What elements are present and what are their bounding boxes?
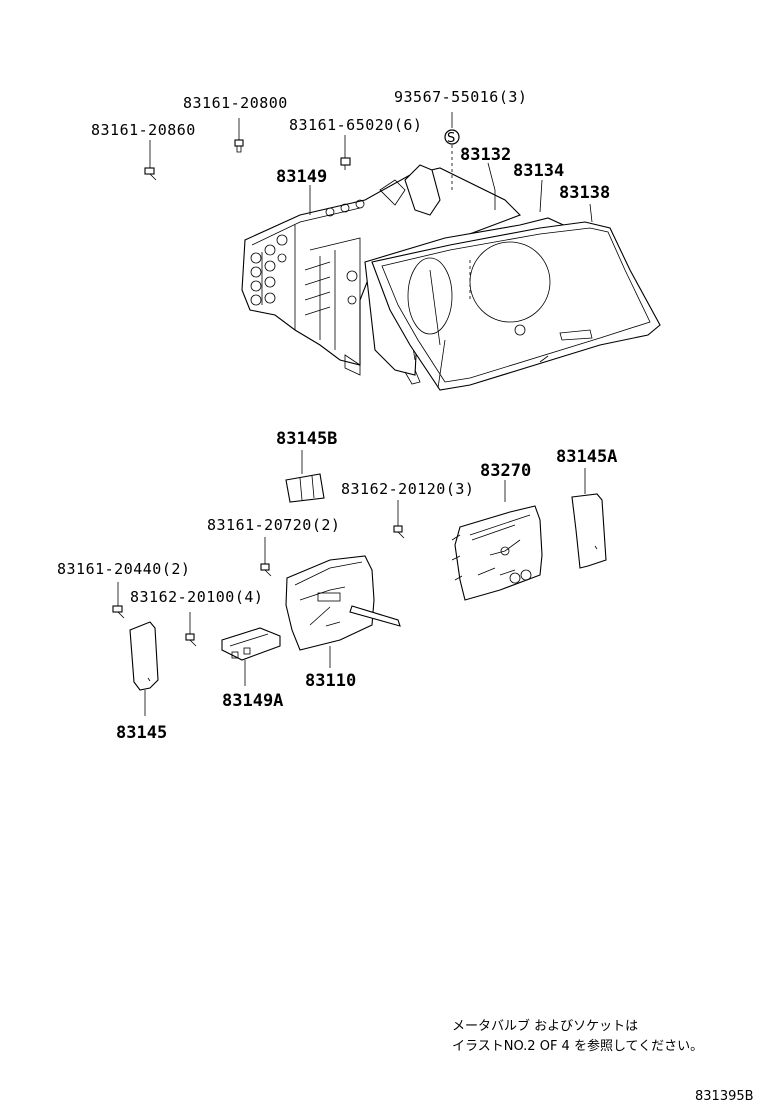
gauge-83270 — [451, 480, 543, 601]
label-83145: 83145 — [116, 723, 167, 743]
label-83161-20720: 83161-20720(2) — [207, 516, 340, 534]
label-83149: 83149 — [276, 167, 327, 187]
screw-83162-20120-icon — [393, 500, 405, 539]
top-fasteners: S — [144, 112, 460, 190]
note-line-2: イラストNO.2 OF 4 を参照してください。 — [452, 1038, 703, 1054]
part-labels: 93567-55016(3) 83161-20800 83161-20860 8… — [57, 88, 617, 743]
screw-83161-20440-icon — [112, 582, 125, 619]
s-symbol-icon — [444, 129, 460, 145]
label-83145B: 83145B — [276, 429, 337, 449]
reference-note: メータバルブ およびソケットは イラストNO.2 OF 4 を参照してください。 — [452, 1018, 703, 1054]
label-83138: 83138 — [559, 183, 610, 203]
meter-case-assembly — [241, 164, 661, 391]
lens-83145B — [285, 450, 325, 503]
screw-83161-20800-icon — [234, 139, 244, 153]
label-83161-20800: 83161-20800 — [183, 94, 288, 112]
speedometer-83110 — [285, 555, 401, 668]
label-83161-20860: 83161-20860 — [91, 121, 196, 139]
note-line-1: メータバルブ およびソケットは — [452, 1018, 638, 1034]
label-83162-20100: 83162-20100(4) — [130, 588, 263, 606]
label-83110: 83110 — [305, 671, 356, 691]
top-leaders — [309, 162, 593, 223]
label-83134: 83134 — [513, 161, 564, 181]
screw-83161-20860-icon — [144, 167, 157, 181]
label-83149A: 83149A — [222, 691, 283, 711]
label-93567-55016: 93567-55016(3) — [394, 88, 527, 106]
screw-83162-20100-icon — [185, 612, 197, 647]
diagram-code: 831395B — [695, 1089, 754, 1104]
label-83161-20440: 83161-20440(2) — [57, 560, 190, 578]
s-symbol-text: S — [447, 131, 455, 146]
screw-83161-20720-icon — [260, 537, 272, 577]
label-83162-20120: 83162-20120(3) — [341, 480, 474, 498]
label-83132: 83132 — [460, 145, 511, 165]
label-83145A: 83145A — [556, 447, 617, 467]
board-83149A — [221, 627, 281, 686]
screw-83161-65020-icon — [340, 157, 351, 170]
lens-83145 — [129, 621, 159, 716]
label-83270: 83270 — [480, 461, 531, 481]
label-83161-65020: 83161-65020(6) — [289, 116, 422, 134]
lens-83145A — [571, 468, 607, 569]
